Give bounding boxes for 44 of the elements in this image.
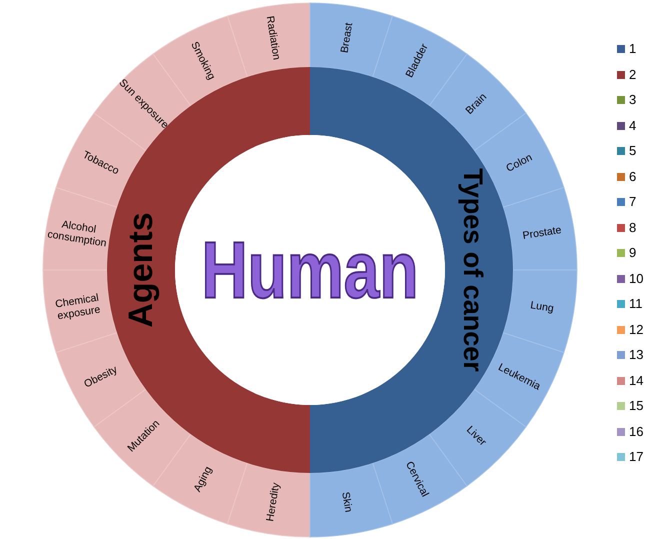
segment-label: Radiation (264, 15, 283, 61)
legend-label: 11 (629, 296, 642, 312)
legend-label: 10 (629, 270, 644, 286)
legend-label: 14 (629, 372, 644, 388)
legend-label: 3 (629, 92, 636, 108)
segment-label: Alcohol consumption (46, 218, 108, 250)
ring-segment (42, 187, 118, 270)
legend-label: 17 (629, 449, 644, 465)
ring-segment (428, 54, 526, 152)
ring-segment (42, 270, 118, 353)
segment-label: Skin (339, 491, 354, 514)
ring-title: Types of cancer (457, 168, 489, 372)
ring-segment (372, 434, 468, 524)
ring-segment (428, 388, 526, 486)
ring-segment (94, 388, 192, 486)
ring-segment (310, 2, 393, 78)
ring-segment (227, 2, 310, 78)
ring-segment (310, 462, 393, 538)
ring-segment (502, 187, 578, 270)
segment-label: Breast (338, 22, 356, 54)
ring-segment (372, 16, 468, 106)
legend-label: 8 (629, 220, 636, 236)
legend-label: 12 (629, 322, 644, 338)
segment-label: Colon (504, 152, 534, 175)
ring-segment (227, 462, 310, 538)
legend-label: 16 (629, 424, 644, 440)
segment-label: Lung (530, 299, 555, 314)
segment-label: Prostate (522, 224, 562, 242)
legend-label: 6 (629, 168, 636, 184)
legend-label: 1 (629, 41, 636, 57)
center-title: Human (202, 224, 418, 317)
ring-title: Agents (122, 212, 160, 328)
ring-segment (94, 54, 192, 152)
legend-label: 4 (629, 118, 636, 134)
legend-label: 9 (629, 245, 636, 261)
legend-label: 13 (629, 347, 644, 363)
legend-label: 5 (629, 143, 636, 159)
segment-label: Chemical exposure (53, 290, 102, 324)
legend-label: 2 (629, 66, 636, 82)
ring-segment (502, 270, 578, 353)
segment-label: Heredity (264, 482, 282, 522)
center-circle (175, 135, 445, 405)
legend-label: 15 (629, 398, 644, 414)
legend-label: 7 (629, 194, 636, 210)
